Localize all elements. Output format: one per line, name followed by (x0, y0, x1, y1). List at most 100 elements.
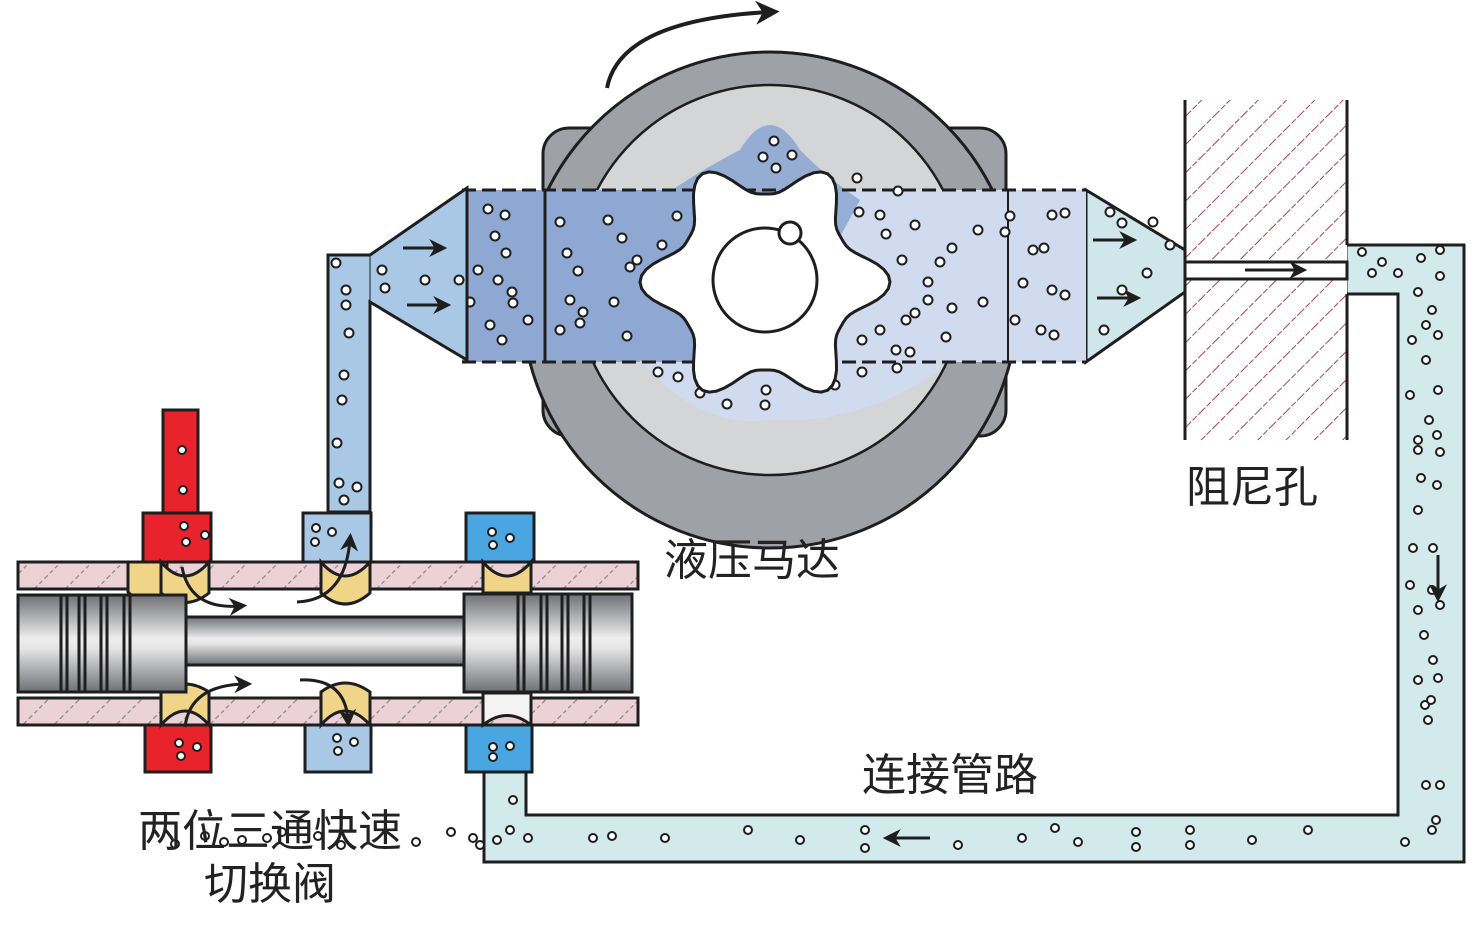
air-bubble (607, 831, 617, 841)
air-bubble (1428, 543, 1438, 553)
air-bubble (1141, 267, 1153, 279)
air-bubble (1432, 430, 1442, 440)
air-bubble (1147, 216, 1159, 228)
gear-shaft (711, 226, 819, 334)
air-bubble (500, 247, 512, 259)
air-bubble (880, 228, 892, 240)
air-bubble (1405, 390, 1415, 400)
air-bubble (1427, 305, 1437, 315)
air-bubble (860, 843, 870, 853)
air-bubble (656, 239, 668, 251)
valve-bubbles (174, 445, 515, 762)
air-bubble (1431, 815, 1441, 825)
air-bubble (602, 214, 614, 226)
air-bubble (179, 521, 189, 531)
air-bubble (379, 282, 391, 294)
air-bubble (468, 833, 478, 843)
air-bubble (340, 284, 352, 296)
air-bubble (652, 366, 664, 378)
air-bubble (904, 346, 916, 358)
air-bubble (900, 314, 912, 326)
air-bubble (1104, 206, 1116, 218)
air-bubble (505, 533, 515, 543)
air-bubble (219, 837, 229, 847)
air-bubble (1432, 480, 1442, 490)
air-bubble (338, 369, 350, 381)
air-bubble (336, 394, 348, 406)
air-bubble (608, 296, 620, 308)
air-bubble (523, 833, 533, 843)
air-bubble (181, 537, 191, 547)
air-bubble (1419, 630, 1429, 640)
air-bubble (554, 324, 566, 336)
air-bubble (672, 371, 684, 383)
air-bubble (330, 257, 342, 269)
air-bubble (1303, 825, 1313, 835)
valve-flow-arrow-1 (180, 566, 248, 616)
air-bubble (333, 746, 343, 756)
pipe-bubbles (170, 245, 1445, 853)
air-bubble (743, 825, 753, 835)
air-bubble (492, 274, 504, 286)
air-bubble (1004, 210, 1016, 222)
valve-label-line2: 切换阀 (204, 858, 336, 910)
air-bubble (757, 151, 769, 163)
air-bubble (176, 751, 186, 761)
air-bubble (1435, 780, 1445, 790)
air-bubble (946, 302, 958, 314)
air-bubble (411, 837, 421, 847)
valve-flow-arrow-4 (299, 678, 357, 728)
air-bubble (564, 294, 576, 306)
air-bubble (1035, 324, 1047, 336)
air-bubble (631, 254, 643, 266)
air-bubble (1050, 823, 1060, 833)
air-bubble (200, 530, 210, 540)
motor-inlet (326, 185, 469, 514)
valve-seals (126, 557, 533, 730)
air-bubble (1433, 385, 1443, 395)
air-bubble (1405, 580, 1415, 590)
valve-label-line1: 两位三通快速 (138, 806, 402, 857)
air-bubble (1164, 239, 1176, 251)
air-bubble (853, 206, 865, 218)
air-bubble (487, 527, 497, 537)
motor-outlet-cone (1084, 187, 1187, 365)
air-bubble (349, 737, 359, 747)
air-bubble (1017, 277, 1029, 289)
air-bubble (174, 738, 184, 748)
air-bubble (972, 224, 984, 236)
air-bubble (1027, 244, 1039, 256)
air-bubble (1377, 257, 1387, 267)
shaft-key (777, 220, 803, 246)
air-bubble (934, 256, 946, 268)
air-bubble (1435, 447, 1445, 457)
valve-label: 两位三通快速 切换阀 (100, 806, 440, 912)
air-bubble (311, 523, 321, 533)
air-bubble (770, 162, 782, 174)
air-bubble (621, 330, 633, 342)
air-bubble (237, 835, 247, 845)
air-bubble (660, 833, 670, 843)
air-bubble (554, 216, 566, 228)
air-bubble (508, 795, 518, 805)
air-bubble (922, 276, 934, 288)
air-bubble (1131, 842, 1141, 852)
air-bubble (1059, 289, 1071, 301)
air-bubble (1185, 825, 1195, 835)
air-bubble (721, 398, 733, 410)
air-bubble (499, 209, 511, 221)
air-bubble (768, 135, 780, 147)
air-bubble (909, 307, 921, 319)
spool-grooves (59, 594, 592, 692)
air-bubble (507, 297, 519, 309)
air-bubble (331, 437, 343, 449)
air-bubble (482, 203, 494, 215)
air-bubble (1413, 675, 1423, 685)
air-bubble (572, 265, 584, 277)
air-bubble (1433, 673, 1443, 683)
air-bubble (891, 362, 903, 374)
air-bubble (1059, 207, 1071, 219)
hydraulic-motor (462, 0, 1176, 550)
air-bubble (1427, 825, 1437, 835)
air-bubble (488, 752, 498, 762)
